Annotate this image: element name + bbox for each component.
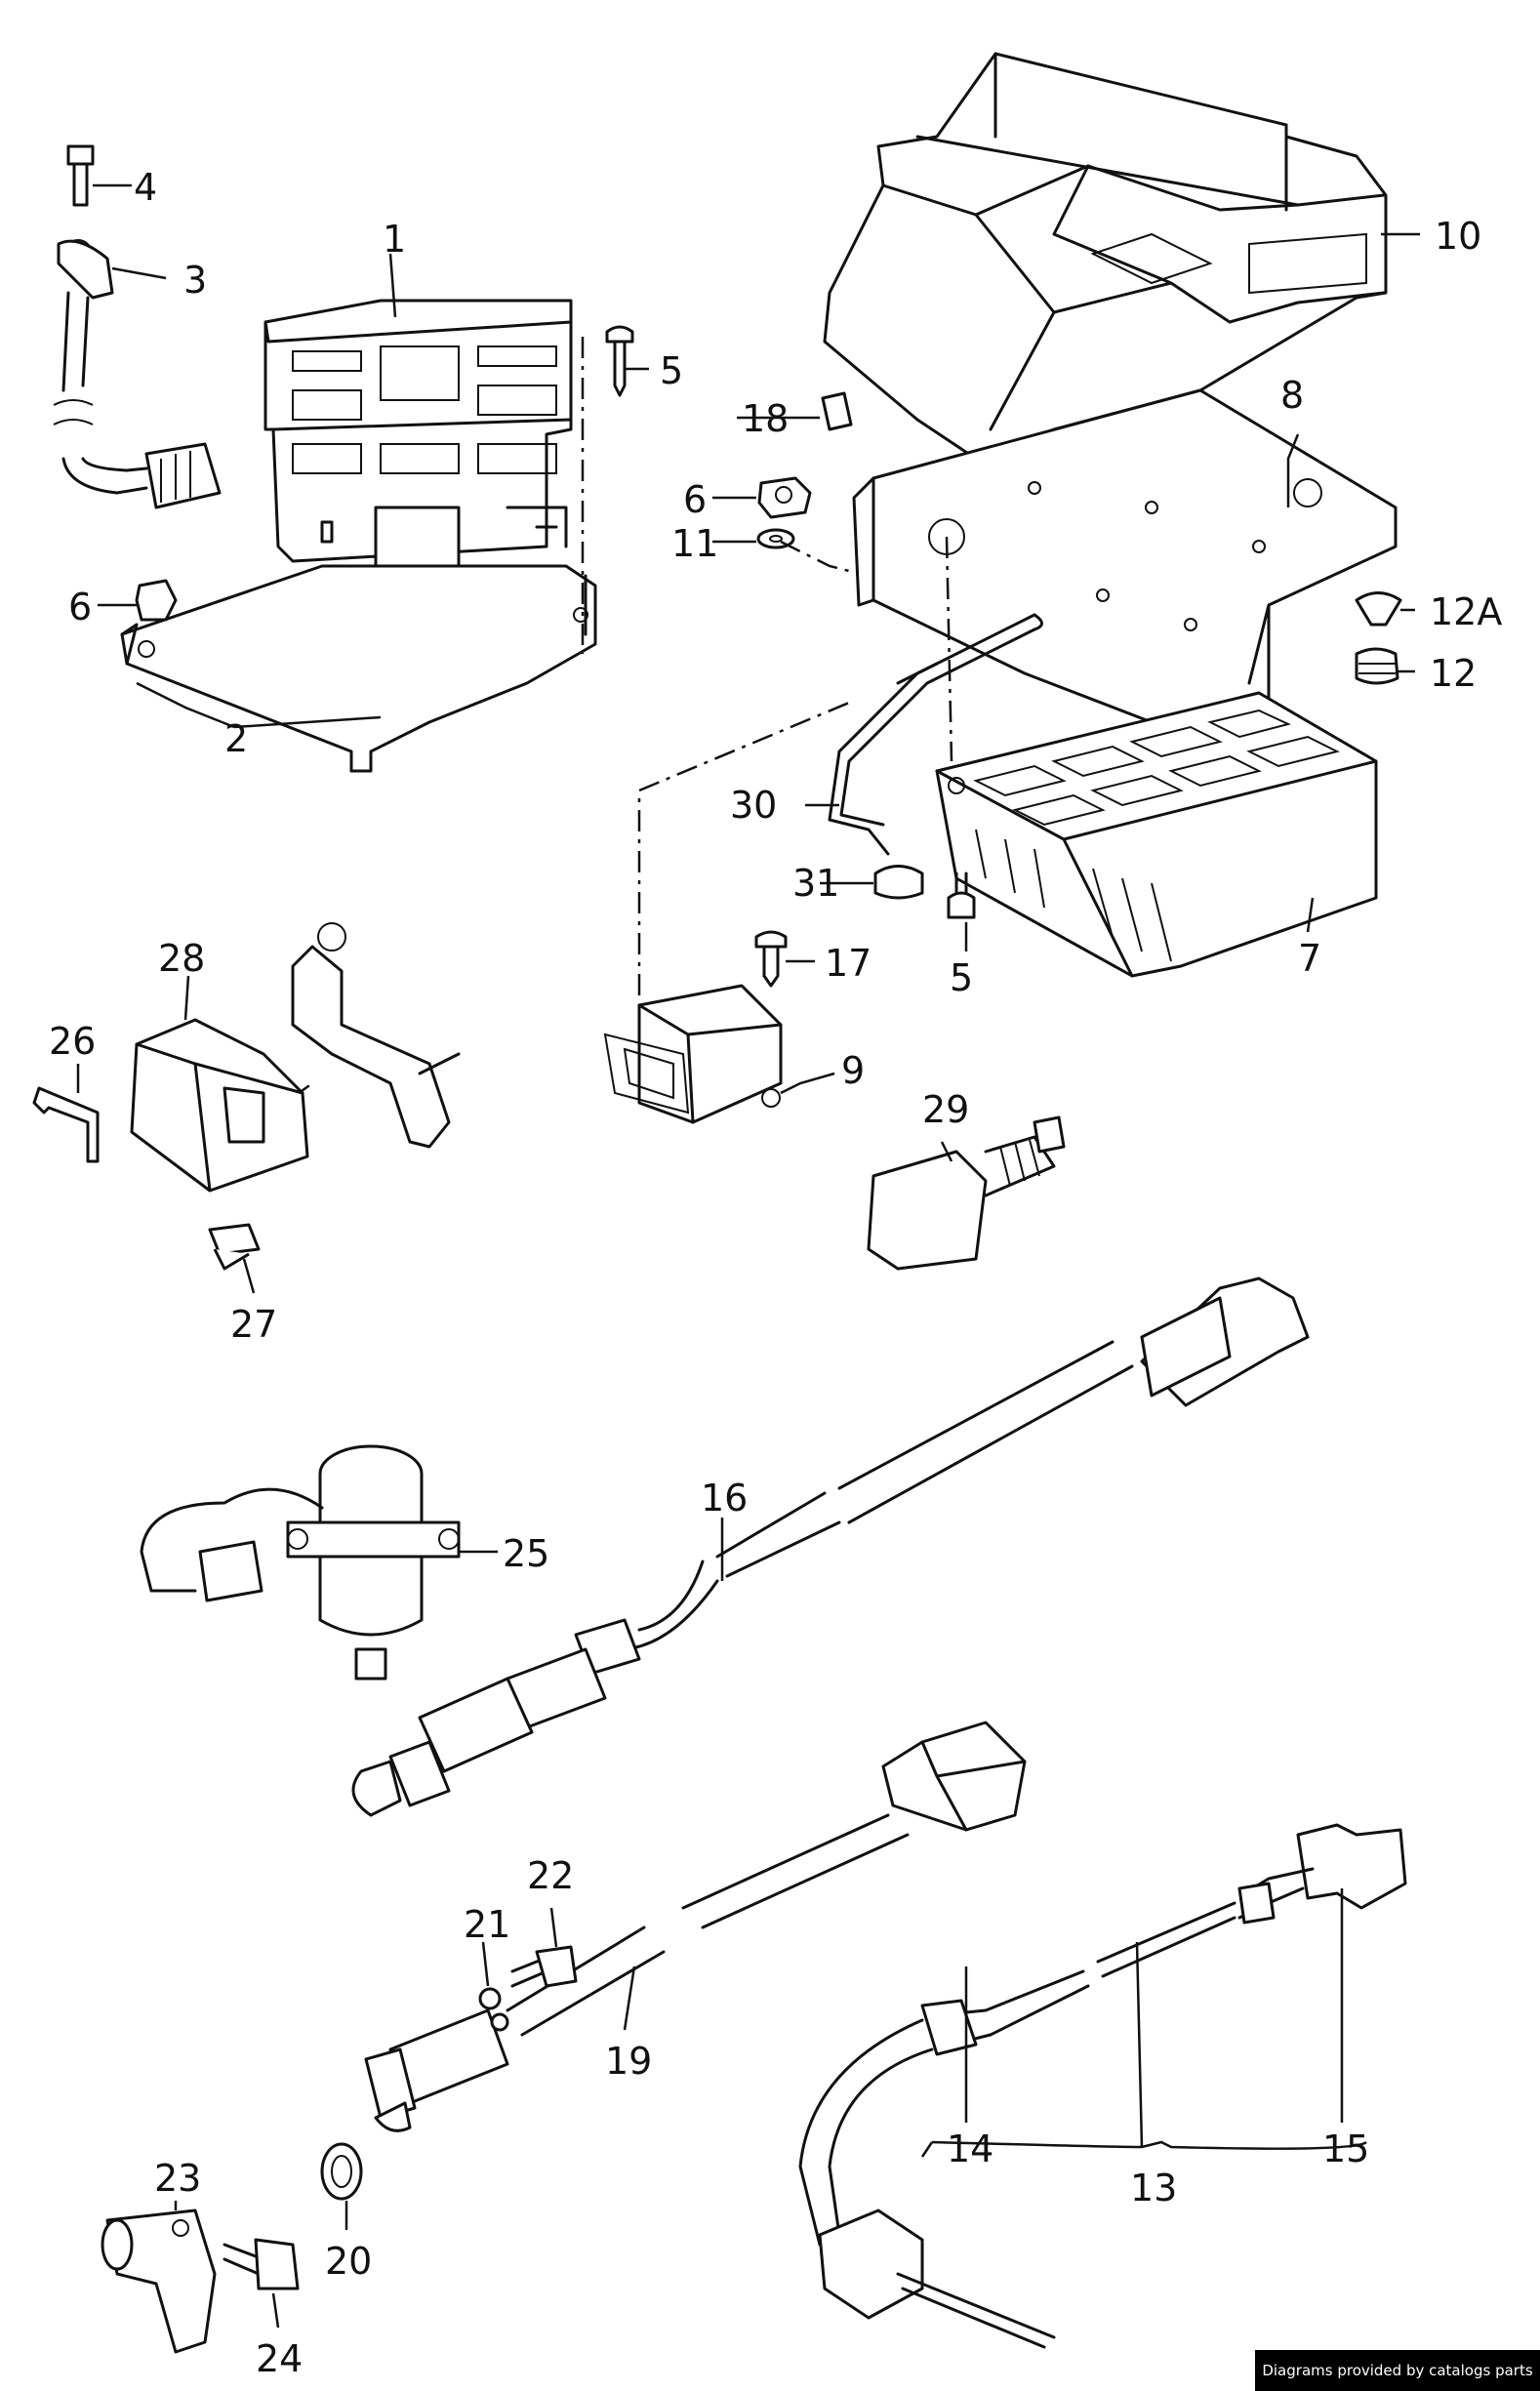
label-15: 15 [1322, 2128, 1369, 2170]
part-29-switch [867, 1115, 1066, 1271]
label-22: 22 [527, 1854, 574, 1897]
label-30: 30 [730, 784, 777, 827]
label-13: 13 [1130, 2167, 1177, 2209]
part-22-screw [510, 1945, 578, 1988]
label-7: 7 [1298, 937, 1321, 980]
label-4: 4 [134, 166, 157, 209]
part-26-clip [32, 1086, 100, 1163]
part-17-screw [754, 930, 788, 988]
label-5-upper: 5 [660, 349, 683, 392]
label-3: 3 [183, 259, 207, 302]
label-6-right: 6 [683, 478, 707, 521]
label-12a: 12A [1430, 590, 1502, 633]
label-24: 24 [256, 2337, 303, 2380]
part-1-control-unit [263, 299, 573, 588]
part-27-connector [208, 1223, 261, 1271]
part-8-mounting-plate [852, 388, 1398, 724]
label-6-left: 6 [68, 586, 92, 628]
part-31-clamp [873, 865, 924, 900]
part-13-temperature-sender [798, 1823, 1407, 2349]
label-31: 31 [792, 862, 839, 905]
part-4-bolt [66, 144, 95, 207]
label-16: 16 [701, 1477, 748, 1520]
label-9: 9 [841, 1049, 865, 1092]
credit-badge: Diagrams provided by catalogs parts [1255, 2350, 1540, 2391]
part-7-control-unit [935, 691, 1378, 978]
label-5-lower: 5 [950, 956, 973, 999]
part-28-bracket [291, 922, 461, 1149]
label-23: 23 [154, 2157, 201, 2200]
label-28: 28 [158, 937, 205, 980]
label-17: 17 [825, 942, 871, 985]
label-19: 19 [605, 2040, 652, 2083]
label-29: 29 [922, 1088, 969, 1131]
part-16-lambda-sensor [351, 1277, 1310, 1817]
part-5-screw-lower [947, 871, 976, 919]
label-27: 27 [230, 1303, 277, 1346]
label-12: 12 [1430, 652, 1477, 695]
part-3-ground-cable [53, 239, 222, 509]
part-21-washer [478, 1987, 509, 2032]
part-12-grommet [1355, 647, 1399, 685]
part-5-screw-upper [605, 325, 634, 397]
part-23-sensor [101, 2209, 217, 2354]
part-25-actuator [140, 1444, 461, 1681]
part-6-nut-right [757, 476, 812, 519]
part-9-module [603, 984, 783, 1124]
part-28-relay [130, 1018, 309, 1193]
label-18: 18 [742, 397, 789, 440]
label-11: 11 [671, 522, 718, 565]
leader-lines [76, 183, 1420, 2329]
label-1: 1 [383, 218, 406, 261]
label-14: 14 [947, 2128, 993, 2170]
part-24-bolt [223, 2238, 300, 2290]
label-10: 10 [1435, 215, 1481, 258]
label-25: 25 [503, 1532, 549, 1575]
label-2: 2 [224, 717, 248, 760]
part-6-nut-left [135, 579, 178, 622]
label-8: 8 [1280, 374, 1304, 417]
label-20: 20 [325, 2240, 372, 2283]
part-18-clip [821, 391, 853, 431]
label-26: 26 [49, 1020, 96, 1063]
part-20-ring [320, 2142, 363, 2201]
part-labels: 1 2 3 4 5 5 6 6 7 8 9 10 11 12 12A 13 14… [49, 166, 1502, 2380]
label-21: 21 [464, 1903, 510, 1946]
part-19-sensor [364, 1721, 1027, 2132]
part-2-bracket-plate [120, 564, 597, 773]
part-12a-plug [1355, 591, 1402, 627]
part-30-bracket [828, 613, 1043, 856]
